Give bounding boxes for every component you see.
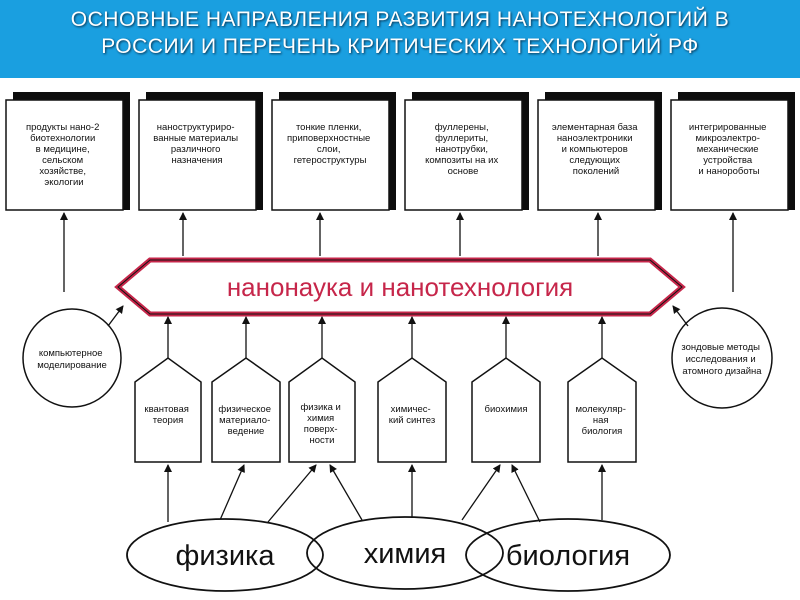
side-circle-right: зондовые методы исследования и атомного … — [671, 307, 773, 409]
pillar-3-line-1: физика и — [300, 402, 340, 413]
pillar-3: физика и химия поверх- ности — [288, 357, 356, 463]
svg-text:интегрированные микроэле: интегрированные микроэлектро- механическ… — [689, 122, 769, 177]
top-box-3-line-3: слои, — [317, 144, 341, 155]
top-box-3-line-2: приповерхностные — [287, 133, 370, 144]
pillar-4-line-1: химичес- — [391, 404, 431, 415]
side-circle-right-line-3: атомного дизайна — [682, 366, 762, 377]
pillar-3-line-2: химия — [307, 413, 334, 424]
svg-text:элементарная база наноэл: элементарная база наноэлектроники и комп… — [552, 122, 640, 177]
top-box-3-line-1: тонкие пленки, — [296, 122, 361, 133]
side-circle-right-line-1: зондовые методы — [681, 342, 760, 353]
top-box-6: интегрированные микроэлектро- механическ… — [670, 92, 795, 211]
top-box-1-line-1: продукты нано-2 — [26, 122, 99, 133]
side-circle-right-line-2: исследования и — [686, 354, 756, 365]
svg-text:квантовая теория: квантовая теория — [144, 404, 191, 426]
central-banner-label: нанонаука и нанотехнология — [227, 272, 573, 302]
foundation-to-pillar-arrows — [164, 464, 606, 523]
arrow-chemistry-to-pillar-5 — [461, 464, 501, 521]
side-circle-left-line-1: компьютерное — [39, 348, 103, 359]
pillar-4-line-2: кий синтез — [389, 415, 435, 426]
top-box-4: фуллерены, фуллериты, нанотрубки, композ… — [404, 92, 529, 211]
top-box-5-line-4: следующих — [569, 155, 620, 166]
pillar-to-banner-arrows — [164, 316, 606, 358]
top-box-4-line-4: композиты на их — [425, 155, 498, 166]
foundation-physics: физика — [126, 518, 324, 592]
svg-text:зондовые методы исследов: зондовые методы исследования и атомного … — [681, 342, 762, 377]
top-box-2-line-1: наноструктуриро- — [157, 122, 235, 133]
svg-text:тонкие пленки, приповерх: тонкие пленки, приповерхностные слои, ге… — [287, 122, 373, 166]
nanotech-diagram: продукты нано-2 биотехнологии в медицине… — [5, 92, 795, 592]
svg-text:продукты нано-2 биотехно: продукты нано-2 биотехнологии в медицине… — [26, 122, 102, 188]
pillar-4: химичес- кий синтез — [377, 357, 447, 463]
svg-text:наноструктуриро- ванные: наноструктуриро- ванные материалы различ… — [153, 122, 241, 166]
svg-text:физическое материало-: физическое материало- ведение — [218, 404, 273, 437]
pillar-1-line-1: квантовая — [144, 404, 189, 415]
arrow-right-circle-to-banner — [672, 305, 689, 327]
pillar-6-line-3: биология — [582, 426, 623, 437]
banner-to-box-arrows — [60, 212, 737, 292]
foundation-biology-label: биология — [506, 540, 630, 572]
top-box-1-line-3: в медицине, — [36, 144, 90, 155]
central-banner: нанонаука и нанотехнология — [114, 257, 686, 317]
top-box-3: тонкие пленки, приповерхностные слои, ге… — [271, 92, 396, 211]
pillar-3-line-3: поверх- — [304, 424, 338, 435]
top-box-1-line-4: сельском — [42, 155, 83, 166]
pillar-6-line-1: молекуляр- — [575, 404, 625, 415]
top-box-3-line-4: гетероструктуры — [294, 155, 367, 166]
top-box-5: элементарная база наноэлектроники и комп… — [537, 92, 662, 211]
top-box-5-line-1: элементарная база — [552, 122, 638, 133]
arrow-biology-to-pillar-5 — [511, 464, 541, 523]
top-box-1-line-5: хозяйстве, — [39, 166, 86, 177]
top-box-6-line-1: интегрированные — [689, 122, 767, 133]
svg-text:молекуляр- ная био: молекуляр- ная биология — [575, 404, 628, 437]
svg-text:физика и химия пов: физика и химия поверх- ности — [300, 402, 343, 446]
arrow-physics-to-pillar-3 — [267, 464, 317, 523]
top-box-2-line-2: ванные материалы — [153, 133, 238, 144]
foundation-biology: биология — [465, 518, 671, 592]
pillar-2: физическое материало- ведение — [211, 357, 281, 463]
svg-text:биохимия: биохимия — [485, 404, 528, 415]
pillar-6-line-2: ная — [593, 415, 609, 426]
pillar-2-line-1: физическое — [218, 404, 271, 415]
title-bar: ОСНОВНЫЕ НАПРАВЛЕНИЯ РАЗВИТИЯ НАНОТЕХНОЛ… — [0, 0, 800, 78]
top-box-2-line-3: различного — [171, 144, 221, 155]
pillar-1-line-2: теория — [153, 415, 184, 426]
pillar-6: молекуляр- ная биология — [567, 357, 637, 463]
top-box-1-line-6: экологии — [44, 177, 83, 188]
foundation-chemistry: химия — [306, 516, 504, 590]
page-title: ОСНОВНЫЕ НАПРАВЛЕНИЯ РАЗВИТИЯ НАНОТЕХНОЛ… — [70, 8, 730, 58]
pillar-3-line-4: ности — [310, 435, 335, 446]
top-box-1: продукты нано-2 биотехнологии в медицине… — [5, 92, 130, 211]
svg-text:химичес- кий синтез: химичес- кий синтез — [389, 404, 435, 426]
pillar-5: биохимия — [471, 357, 541, 463]
top-box-4-line-5: основе — [448, 166, 479, 177]
top-box-1-line-2: биотехнологии — [30, 133, 95, 144]
top-box-4-line-3: нанотрубки, — [435, 144, 488, 155]
top-box-4-line-1: фуллерены, — [435, 122, 489, 133]
arrow-left-circle-to-banner — [107, 305, 124, 327]
top-box-2-line-4: назначения — [171, 155, 222, 166]
side-circle-left: компьютерное моделирование — [22, 308, 122, 408]
pillar-2-line-2: материало- — [219, 415, 270, 426]
top-box-5-line-2: наноэлектроники — [557, 133, 633, 144]
top-box-4-line-2: фуллериты, — [435, 133, 488, 144]
top-box-6-line-4: устройства — [703, 155, 753, 166]
top-box-5-line-5: поколений — [573, 166, 619, 177]
pillar-2-line-3: ведение — [228, 426, 265, 437]
foundation-physics-label: физика — [175, 540, 275, 572]
svg-text:компьютерное моделирован: компьютерное моделирование — [37, 348, 107, 371]
arrow-chemistry-to-pillar-3 — [329, 464, 363, 521]
top-box-6-line-5: и нанороботы — [698, 166, 759, 177]
top-box-6-line-2: микроэлектро- — [695, 133, 759, 144]
side-circle-left-line-2: моделирование — [37, 360, 107, 371]
svg-text:фуллерены, фуллериты,: фуллерены, фуллериты, нанотрубки, композ… — [425, 122, 501, 177]
top-box-6-line-3: механические — [697, 144, 759, 155]
top-box-2: наноструктуриро- ванные материалы различ… — [138, 92, 263, 211]
foundation-chemistry-label: химия — [364, 538, 447, 570]
top-box-5-line-3: и компьютеров — [562, 144, 628, 155]
arrow-physics-to-pillar-2 — [219, 464, 245, 521]
pillar-5-line-1: биохимия — [485, 404, 528, 415]
pillar-1: квантовая теория — [134, 357, 202, 463]
